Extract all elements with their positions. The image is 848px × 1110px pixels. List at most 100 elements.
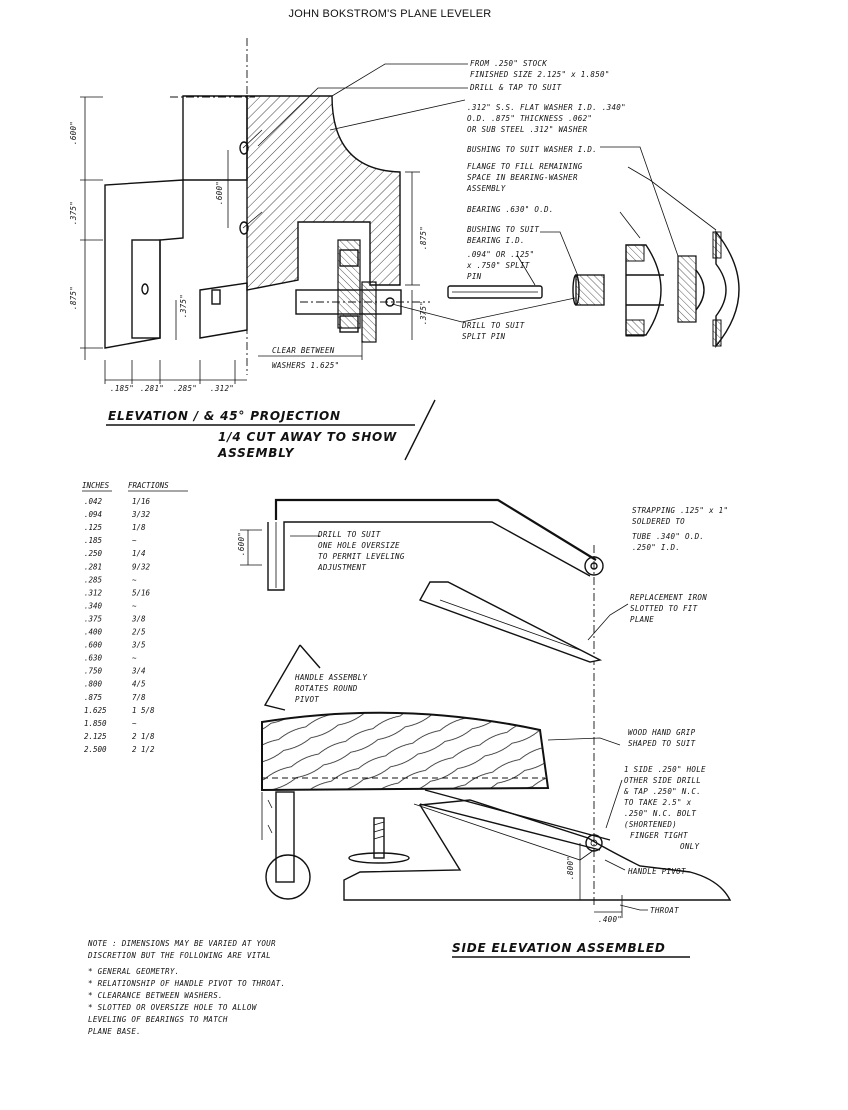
fraction-value: ~ xyxy=(132,719,137,728)
callout-washer-2: O.D. .875" THICKNESS .062" xyxy=(467,114,592,123)
fraction-inch: .185 xyxy=(84,536,103,545)
callout-drill-tap: DRILL & TAP TO SUIT xyxy=(469,83,562,92)
fraction-inch: .750 xyxy=(84,667,103,676)
bracket-side xyxy=(104,179,184,349)
fractions-header-fractions: FRACTIONS xyxy=(128,481,169,490)
bearing xyxy=(625,244,664,337)
side-callout-grip-1: WOOD HAND GRIP xyxy=(628,728,696,737)
callout-washer-3: OR SUB STEEL .312" WASHER xyxy=(467,125,588,134)
fraction-inch: 2.125 xyxy=(84,732,107,741)
side-callout-side-4: TO TAKE 2.5" x xyxy=(624,798,692,807)
callout-bushing-washer: BUSHING TO SUIT WASHER I.D. xyxy=(467,145,597,154)
fraction-inch: .340 xyxy=(84,601,103,610)
fraction-inch: .800 xyxy=(84,680,103,689)
fraction-value: 2/5 xyxy=(132,628,146,637)
callout-bushing-bearing-2: BEARING I.D. xyxy=(467,236,525,245)
side-callout-grip-2: SHAPED TO SUIT xyxy=(628,739,696,748)
fractions-header-inches: INCHES xyxy=(82,481,110,490)
dim-bottom-4: .312" xyxy=(210,384,234,393)
side-callout-side-1: 1 SIDE .250" HOLE xyxy=(624,765,706,774)
note-item-5: LEVELING OF BEARINGS TO MATCH xyxy=(88,1015,228,1024)
cutaway-section xyxy=(246,95,401,291)
side-callout-strap-1: STRAPPING .125" x 1" xyxy=(632,506,728,515)
side-callout-side-3: & TAP .250" N.C. xyxy=(623,787,701,796)
side-callout-side-7: FINGER TIGHT xyxy=(630,831,688,840)
washer-section xyxy=(361,281,377,343)
fraction-value: ~ xyxy=(132,601,137,610)
callout-flange-1: FLANGE TO FILL REMAINING xyxy=(467,162,583,171)
dim-875-left: .875" xyxy=(69,286,78,310)
elevation-view: .600" .375" .875" .600" .875" .375" .375… xyxy=(69,38,740,461)
fraction-value: 1 5/8 xyxy=(132,706,155,715)
side-heading: SIDE ELEVATION ASSEMBLED xyxy=(452,941,666,955)
bracket-block xyxy=(182,95,248,181)
side-callout-iron-2: SLOTTED TO FIT xyxy=(630,604,698,613)
fraction-value: 1/16 xyxy=(132,497,151,506)
fraction-value: 3/32 xyxy=(131,510,151,519)
fraction-inch: .400 xyxy=(84,628,103,637)
side-callout-pivot: HANDLE PIVOT xyxy=(627,867,686,876)
side-callout-handle-1: HANDLE ASSEMBLY xyxy=(294,673,367,682)
fraction-value: 1/8 xyxy=(132,523,146,532)
callout-pin-2: x .750" SPLIT xyxy=(466,261,530,270)
callout-stock-1: FROM .250" STOCK xyxy=(470,59,547,68)
fraction-value: 5/16 xyxy=(132,588,151,597)
dim-clear-2: WASHERS 1.625" xyxy=(272,361,339,370)
side-callout-tube-1: TUBE .340" O.D. xyxy=(632,532,704,541)
side-callout-side-6: (SHORTENED) xyxy=(624,820,677,829)
side-callout-throat: THROAT xyxy=(650,906,679,915)
fraction-value: ~ xyxy=(132,654,137,663)
callout-pin-1: .094" OR .125" xyxy=(467,250,534,259)
side-callout-drill-3: TO PERMIT LEVELING xyxy=(318,552,405,561)
side-dim-600: .600" xyxy=(237,532,246,556)
flat-washer xyxy=(712,229,740,348)
side-callout-handle-2: ROTATES ROUND xyxy=(295,684,358,693)
fraction-inch: .630 xyxy=(84,654,103,663)
rotate-arrow xyxy=(263,644,321,711)
dim-clear-1: CLEAR BETWEEN xyxy=(272,346,335,355)
note-item-6: PLANE BASE. xyxy=(88,1027,141,1036)
side-callout-side-5: .250" N.C. BOLT xyxy=(624,809,696,818)
dim-875-right: .875" xyxy=(419,226,428,250)
fraction-value: 3/5 xyxy=(131,641,146,650)
plane-body xyxy=(343,799,732,901)
dim-bottom-1: .185" xyxy=(110,384,134,393)
leveler-wheel xyxy=(265,854,311,900)
callout-drill-pin-1: DRILL TO SUIT xyxy=(461,321,525,330)
fraction-inch: .312 xyxy=(84,588,103,597)
side-callout-drill-1: DRILL TO SUIT xyxy=(317,530,381,539)
note-block: NOTE : DIMENSIONS MAY BE VARIED AT YOUR … xyxy=(87,939,285,1036)
side-callout-handle-3: PIVOT xyxy=(295,695,319,704)
bearing-race-bottom xyxy=(339,315,359,333)
lower-tab xyxy=(199,282,248,339)
side-callout-drill-4: ADJUSTMENT xyxy=(317,563,366,572)
fraction-value: ~ xyxy=(132,536,137,545)
elevation-subheading-2: ASSEMBLY xyxy=(217,446,295,460)
side-callout-iron-3: PLANE xyxy=(630,615,654,624)
dim-bottom-2: .281" xyxy=(140,384,164,393)
note-item-2: * RELATIONSHIP OF HANDLE PIVOT TO THROAT… xyxy=(88,979,285,988)
fraction-inch: 1.625 xyxy=(84,706,107,715)
bearing-race-top xyxy=(339,249,359,267)
flanged-bushing xyxy=(677,255,705,323)
bracket-foot xyxy=(131,239,161,339)
note-item-3: * CLEARANCE BETWEEN WASHERS. xyxy=(88,991,223,1000)
side-dim-400: .400" xyxy=(598,915,622,924)
leader-lines xyxy=(257,63,717,323)
side-callout-drill-2: ONE HOLE OVERSIZE xyxy=(318,541,400,550)
leveler-post xyxy=(275,791,295,883)
fraction-value: 1/4 xyxy=(132,549,146,558)
bracket-hole xyxy=(141,283,149,295)
dim-bottom-3: .285" xyxy=(173,384,197,393)
fraction-value: 3/4 xyxy=(131,667,146,676)
dim-375-right: .375" xyxy=(419,301,428,325)
dim-600-inner: .600" xyxy=(215,181,224,205)
side-elevation-view: .600" .80 xyxy=(237,498,732,958)
fraction-inch: .285 xyxy=(84,575,103,584)
callout-bearing: BEARING .630" O.D. xyxy=(467,205,554,214)
fraction-inch: .250 xyxy=(84,549,103,558)
fraction-inch: .042 xyxy=(84,497,103,506)
